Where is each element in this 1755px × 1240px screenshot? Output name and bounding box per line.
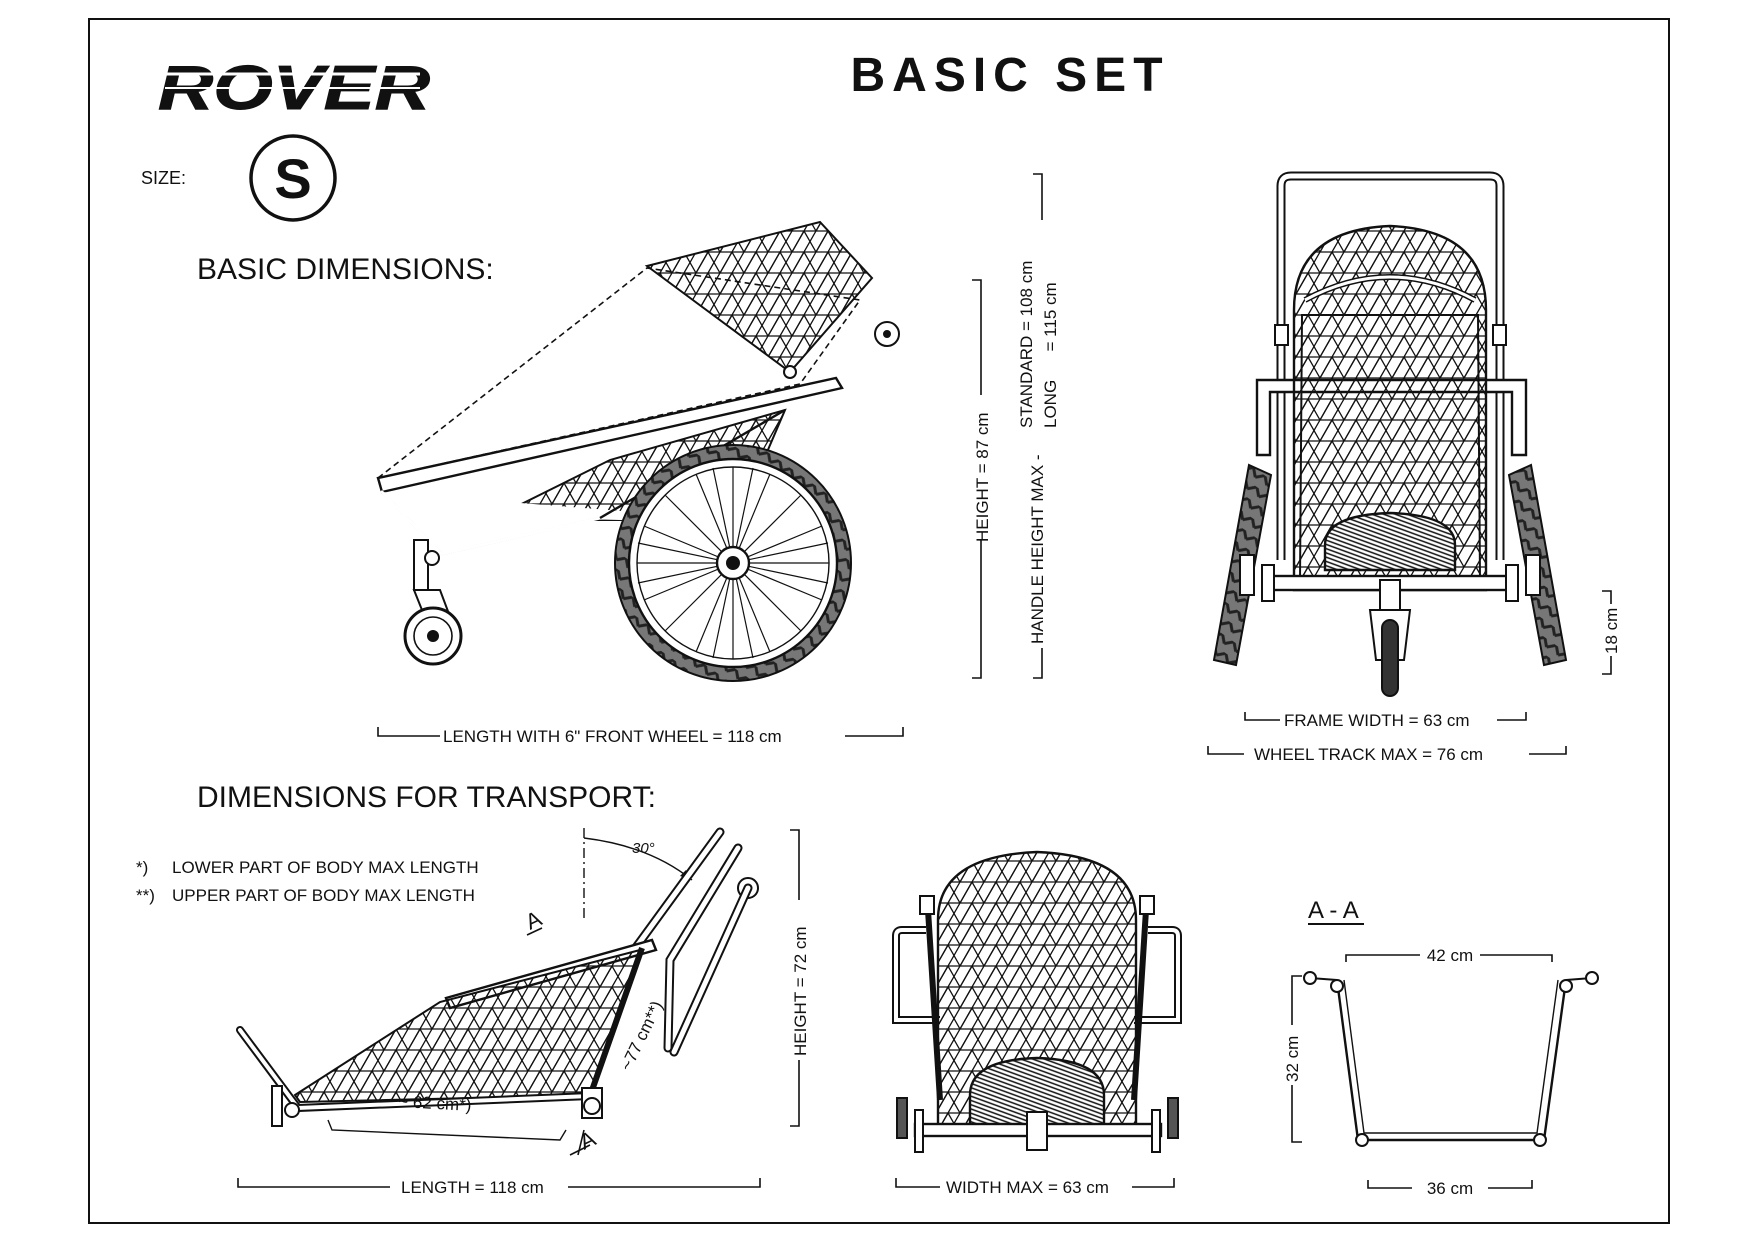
drawing-border [88, 18, 1670, 1224]
transport-length-dimension: LENGTH = 118 cm [237, 1178, 761, 1197]
transport-front-view [892, 850, 1182, 1153]
ground-clearance-dimension: 18 cm [1602, 590, 1621, 675]
size-value: S [274, 147, 311, 210]
lower-length-dimension: ~ 62 cm*) [327, 1092, 567, 1141]
note-text-2: UPPER PART OF BODY MAX LENGTH [172, 886, 475, 905]
note-text-1: LOWER PART OF BODY MAX LENGTH [172, 858, 479, 877]
length-label: LENGTH WITH 6" FRONT WHEEL = 118 cm [443, 727, 782, 746]
angle-label: 30° [632, 840, 655, 857]
length-dimension: LENGTH WITH 6" FRONT WHEEL = 118 cm [377, 727, 904, 746]
section-title: A - A [1308, 897, 1359, 924]
handle-height-label: HANDLE HEIGHT MAX - [1028, 454, 1047, 644]
section-mark-top: A [522, 906, 546, 935]
sheet-title: BASIC SET [850, 49, 1169, 102]
svg-text:ROVER: ROVER [158, 54, 430, 123]
transport-height-dimension: HEIGHT = 72 cm [790, 829, 810, 1127]
notes-list: *) LOWER PART OF BODY MAX LENGTH **) UPP… [136, 858, 479, 905]
front-view-trailer [1212, 171, 1568, 697]
note-mark-2: **) [136, 886, 155, 905]
section-top-width-label: 42 cm [1427, 946, 1473, 965]
lower-length-label: ~ 62 cm*) [398, 1092, 472, 1115]
handle-height-dimension: HANDLE HEIGHT MAX - STANDARD = 108 cm LO… [1017, 173, 1060, 679]
section-top-width-dimension: 42 cm [1345, 946, 1553, 965]
wheel-track-label: WHEEL TRACK MAX = 76 cm [1254, 745, 1483, 764]
transport-side-view: 30° A A [236, 827, 759, 1156]
transport-width-dimension: WIDTH MAX = 63 cm [895, 1178, 1175, 1197]
section-a-a: A - A [1303, 897, 1599, 1147]
transport-width-label: WIDTH MAX = 63 cm [946, 1178, 1109, 1197]
note-mark-1: *) [136, 858, 148, 877]
basic-dimensions-heading: BASIC DIMENSIONS: [197, 253, 494, 286]
size-badge: S [249, 134, 337, 222]
side-view-trailer [376, 173, 968, 682]
size-label: SIZE: [141, 168, 186, 188]
transport-dimensions-heading: DIMENSIONS FOR TRANSPORT: [197, 781, 656, 814]
frame-width-label: FRAME WIDTH = 63 cm [1284, 711, 1470, 730]
section-depth-label: 32 cm [1283, 1036, 1302, 1082]
wheel-track-dimension: WHEEL TRACK MAX = 76 cm [1207, 745, 1567, 764]
height-dimension: HEIGHT = 87 cm [972, 279, 992, 679]
transport-height-label: HEIGHT = 72 cm [791, 926, 810, 1056]
height-label: HEIGHT = 87 cm [973, 412, 992, 542]
upper-length-label: ~77 cm**) [617, 998, 667, 1074]
frame-width-dimension: FRAME WIDTH = 63 cm [1244, 711, 1527, 730]
transport-length-label: LENGTH = 118 cm [401, 1178, 544, 1197]
handle-long-label: LONG = 115 cm [1041, 282, 1060, 428]
section-bottom-width-dimension: 36 cm [1367, 1179, 1533, 1198]
ground-clearance-label: 18 cm [1602, 608, 1621, 654]
section-depth-dimension: 32 cm [1283, 975, 1302, 1143]
handle-standard-label: STANDARD = 108 cm [1017, 261, 1036, 428]
upper-length-dimension: ~77 cm**) [617, 998, 667, 1074]
section-bottom-width-label: 36 cm [1427, 1179, 1473, 1198]
rover-logo: ROVER [158, 54, 431, 124]
